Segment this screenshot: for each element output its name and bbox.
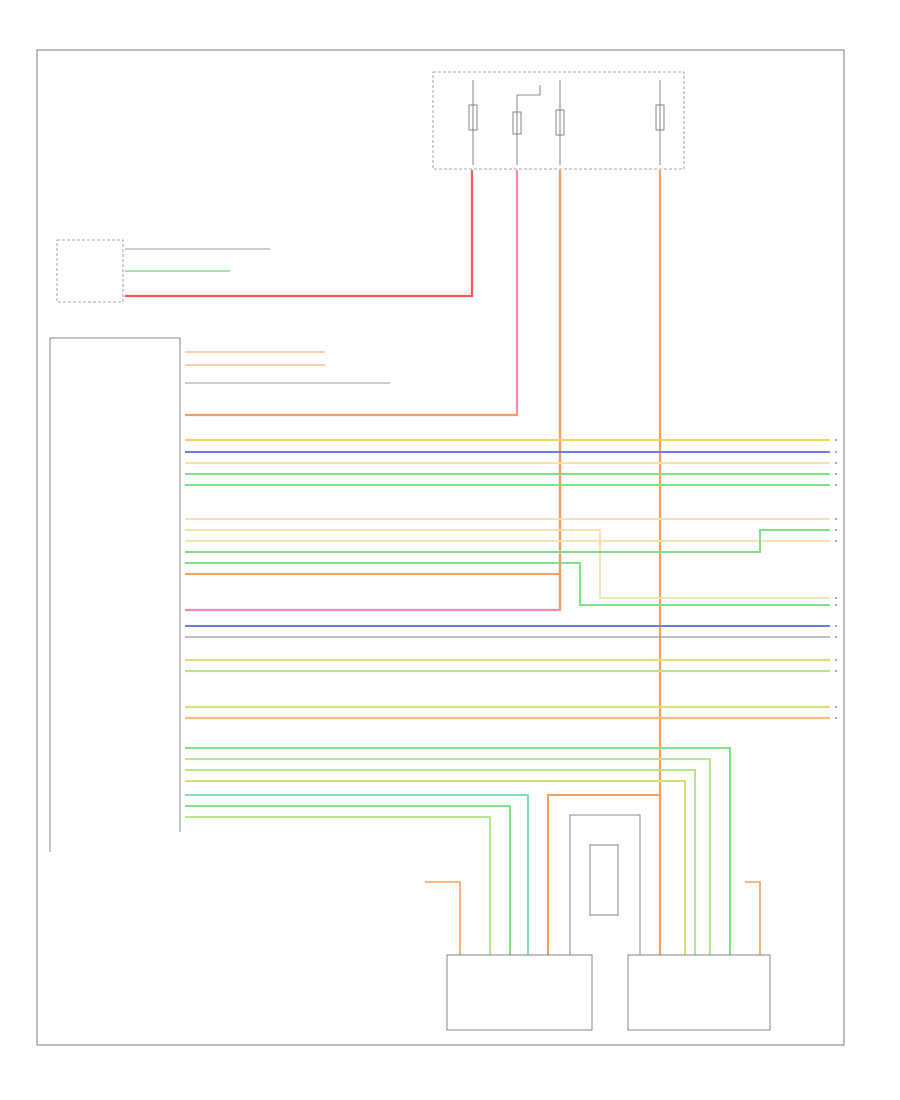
fuse-relay-block: [432, 71, 685, 170]
pin-dot: [835, 717, 837, 719]
fuse-c: [555, 80, 565, 165]
pin-dot: [835, 659, 837, 661]
wire-green-4b: [185, 758, 711, 955]
feed-wires: [185, 170, 662, 955]
right-sensor-module: [627, 954, 771, 1031]
pin-dot: [835, 473, 837, 475]
wire-green-2b: [185, 562, 830, 606]
pin-dot: [835, 518, 837, 520]
fuse-d: [655, 80, 665, 165]
wire-group-2: [185, 518, 830, 606]
wire-orange-vertical-1: [185, 170, 562, 612]
pin-dot: [835, 529, 837, 531]
wire-green-4c: [185, 769, 696, 955]
wire-group-4: [185, 747, 731, 955]
wire-green-5a: [185, 794, 529, 955]
wire-green-5b: [185, 805, 511, 955]
pin-dot: [835, 604, 837, 606]
pin-dot: [835, 540, 837, 542]
wire-cream-2b: [185, 529, 830, 599]
fuse-a: [468, 80, 478, 165]
diagram-frame: [36, 49, 845, 1046]
ground-wires: [425, 881, 761, 955]
pin-dot: [835, 670, 837, 672]
pin-dot: [835, 451, 837, 453]
pin-dot: [835, 597, 837, 599]
wire-group-1: [185, 439, 830, 486]
pin-dot: [835, 439, 837, 441]
main-module: [49, 337, 181, 852]
pin-dot: [835, 636, 837, 638]
wire-green-2a: [185, 529, 830, 553]
top-signal-wires: [185, 351, 390, 384]
fuse-b: [512, 85, 541, 165]
wire-green-5c: [185, 816, 491, 955]
upper-left-connector: [56, 239, 472, 303]
wire-green-4d: [185, 780, 686, 955]
pin-dot: [835, 484, 837, 486]
wire-group-3: [185, 625, 830, 720]
pin-dot: [835, 625, 837, 627]
left-sensor-module: [446, 954, 593, 1031]
wire-orange-5: [547, 794, 660, 955]
wire-pink-vertical: [185, 170, 519, 417]
pin-markers: [835, 439, 837, 719]
wire-green-4a: [185, 747, 731, 955]
pin-dot: [835, 462, 837, 464]
center-connector: [569, 814, 641, 955]
pin-dot: [835, 706, 837, 708]
